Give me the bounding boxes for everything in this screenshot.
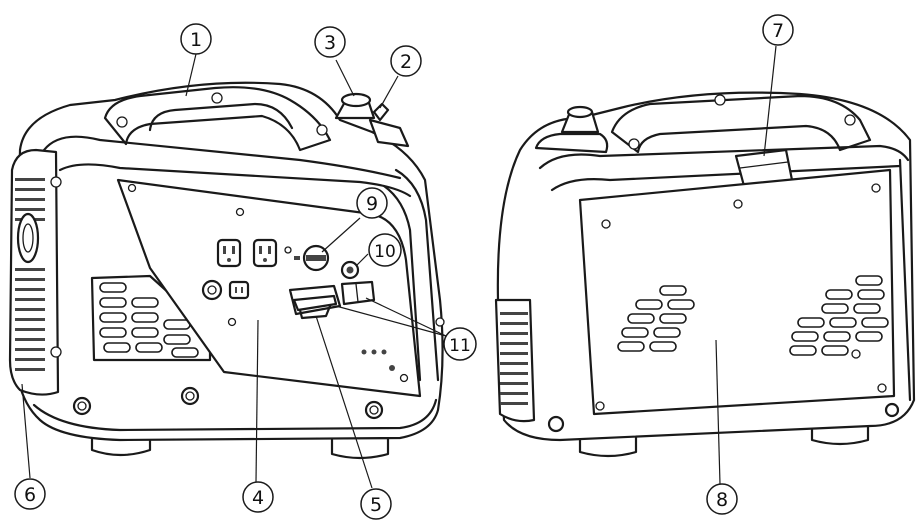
callout-7-number: 7 bbox=[772, 20, 784, 42]
leader-7 bbox=[763, 45, 777, 157]
leader-10 bbox=[355, 253, 369, 267]
leader-3 bbox=[335, 59, 355, 97]
leader-6 bbox=[21, 383, 31, 479]
callout-10: 10 bbox=[368, 233, 402, 267]
leader-4 bbox=[255, 319, 259, 483]
rear-air-grille bbox=[500, 312, 528, 405]
generator-left-view bbox=[8, 81, 445, 460]
callout-4: 4 bbox=[242, 481, 274, 513]
handle-screw bbox=[211, 92, 223, 104]
callouts: 1 2 3 4 5 6 7 8 bbox=[14, 14, 794, 520]
cover-vents-left bbox=[617, 285, 695, 352]
eco-throttle-switch bbox=[340, 260, 360, 280]
left-vents bbox=[99, 282, 199, 358]
right-carry-handle bbox=[610, 94, 872, 154]
callout-4-number: 4 bbox=[252, 487, 264, 509]
leader-1 bbox=[185, 53, 197, 97]
leader-lines bbox=[21, 45, 777, 489]
handle-screw bbox=[316, 124, 328, 136]
rear-grille-frame bbox=[494, 298, 536, 423]
left-shoulder-line bbox=[42, 135, 402, 180]
ac-outlet bbox=[216, 238, 242, 268]
callout-3: 3 bbox=[314, 26, 346, 58]
leader-2 bbox=[379, 75, 399, 109]
callout-7: 7 bbox=[762, 14, 794, 46]
callout-11-number: 11 bbox=[449, 336, 471, 356]
fuel-cap bbox=[334, 92, 410, 148]
foot-right-front bbox=[578, 434, 638, 458]
callout-2: 2 bbox=[390, 45, 422, 77]
leader-5 bbox=[315, 315, 373, 489]
foot-left-rear bbox=[330, 436, 390, 460]
callout-6-number: 6 bbox=[24, 484, 36, 506]
indicator-light bbox=[361, 349, 367, 355]
callout-5-number: 5 bbox=[370, 494, 382, 516]
dc-outlet bbox=[201, 279, 250, 301]
left-shoulder-line-2 bbox=[58, 163, 412, 198]
left-handle-slot bbox=[148, 102, 294, 132]
callout-9-number: 9 bbox=[366, 193, 378, 215]
callout-5: 5 bbox=[360, 488, 392, 520]
fuel-cap-vent-lever bbox=[372, 102, 390, 122]
left-carry-handle bbox=[103, 86, 332, 152]
leader-11 bbox=[365, 297, 447, 337]
leader-9 bbox=[321, 217, 361, 253]
generator-right-view bbox=[494, 91, 916, 458]
indicator-light bbox=[381, 349, 387, 355]
left-bottom-rail bbox=[32, 398, 438, 432]
grille-knob bbox=[16, 212, 40, 264]
callout-6: 6 bbox=[14, 478, 46, 510]
callout-2-number: 2 bbox=[400, 51, 412, 73]
callout-1-number: 1 bbox=[190, 29, 202, 51]
indicator-light bbox=[371, 349, 377, 355]
recoil-start-handle bbox=[288, 284, 342, 320]
front-grille-frame bbox=[8, 148, 60, 396]
leader-11b bbox=[335, 305, 447, 337]
callout-8: 8 bbox=[706, 483, 738, 515]
leader-8 bbox=[715, 339, 721, 485]
callout-1: 1 bbox=[180, 23, 212, 55]
callout-9: 9 bbox=[356, 187, 388, 219]
callout-8-number: 8 bbox=[716, 489, 728, 511]
ac-outlet bbox=[252, 238, 278, 268]
cover-vents-right bbox=[789, 275, 889, 356]
handle-screw bbox=[116, 116, 128, 128]
callout-10-number: 10 bbox=[374, 242, 396, 262]
callout-11: 11 bbox=[443, 327, 477, 361]
fuel-cap-right bbox=[534, 105, 609, 154]
callout-3-number: 3 bbox=[324, 32, 336, 54]
